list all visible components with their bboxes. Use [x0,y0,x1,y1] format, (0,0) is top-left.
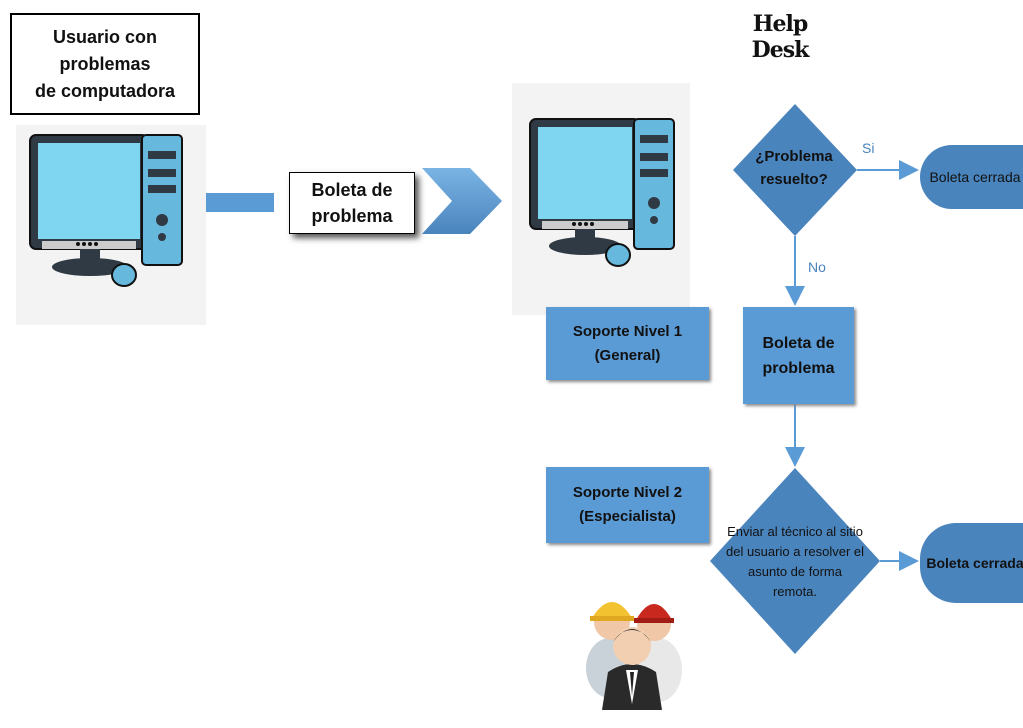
decision2-line2: del usuario a resolver el [725,544,865,559]
ticket-box-2: Boleta de problema [743,307,854,404]
computer-icon-helpdesk [512,83,690,315]
ticket2-line2: problema [762,359,835,377]
closed-ticket-label-2: Boleta cerrada [926,555,1023,571]
decision1-line2: resuelto? [760,171,828,188]
decision2-line1: Enviar al técnico al sitio [727,524,863,539]
support-level-2-line2: (Especialista) [579,508,676,525]
support-level-1-line1: Soporte Nivel 1 [572,322,683,340]
support-level-1-line2: (General) [594,346,661,364]
closed-ticket-label-1: Boleta cerrada [929,169,1021,185]
decision-diamond-2 [710,468,880,654]
decision2-text: Enviar al técnico al sitio del usuario a… [720,510,870,614]
edge-label-yes: Si [862,140,875,156]
support-level-2-box: Soporte Nivel 2 (Especialista) [546,467,709,543]
computer-icon-user [16,125,206,325]
ticket2-line1: Boleta de [762,334,835,352]
decision1-text: ¿Problema resuelto? [752,135,836,201]
chevron-arrow-icon [422,168,502,234]
user-label-box: Usuario con problemas de computadora [10,13,200,115]
closed-ticket-pill-2: Boleta cerrada [920,523,1023,603]
decision1-line1: ¿Problema [755,148,833,165]
decision-diamond-1 [733,104,857,236]
technicians-icon [586,602,682,710]
closed-ticket-pill-1: Boleta cerrada [920,145,1023,209]
support-level-2-line1: Soporte Nivel 2 [572,484,683,501]
support-level-1-box: Soporte Nivel 1 (General) [546,307,709,380]
user-label-line1: Usuario con problemas [52,26,158,74]
user-label-line2: de computadora [34,80,176,101]
decision2-line3: asunto de forma [748,564,842,579]
edge-label-no: No [808,259,826,275]
ticket-line2: problema [311,206,393,226]
decision2-line4: remota. [772,584,818,599]
ticket-line1: Boleta de [311,180,393,200]
ticket-box: Boleta de problema [289,172,415,234]
